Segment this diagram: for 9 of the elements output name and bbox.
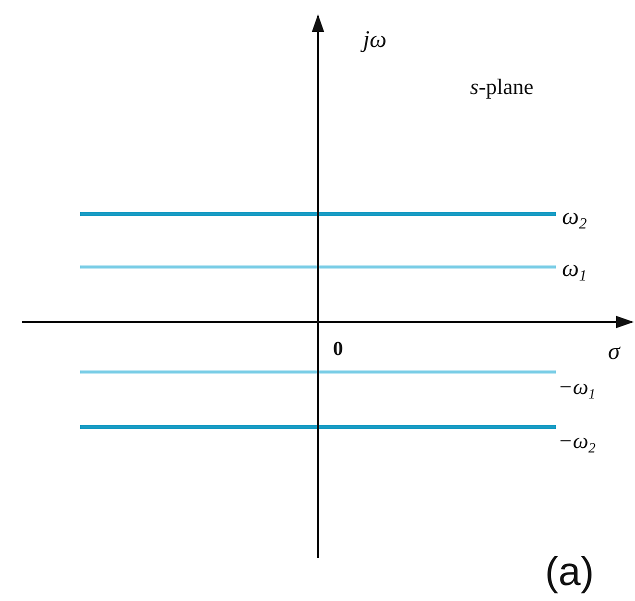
line-label: −ω$_{1}$ bbox=[558, 376, 596, 402]
origin-label: 0 bbox=[333, 339, 343, 359]
axis-label: σ bbox=[608, 340, 620, 364]
panel-label: (a) bbox=[545, 552, 594, 592]
axis-label: jω bbox=[363, 28, 387, 52]
line-label: ω$_{1}$ bbox=[562, 257, 587, 284]
line-label: ω$_{2}$ bbox=[562, 205, 587, 232]
plane-label: s-plane bbox=[470, 76, 534, 98]
line-label: −ω$_{2}$ bbox=[558, 430, 596, 456]
